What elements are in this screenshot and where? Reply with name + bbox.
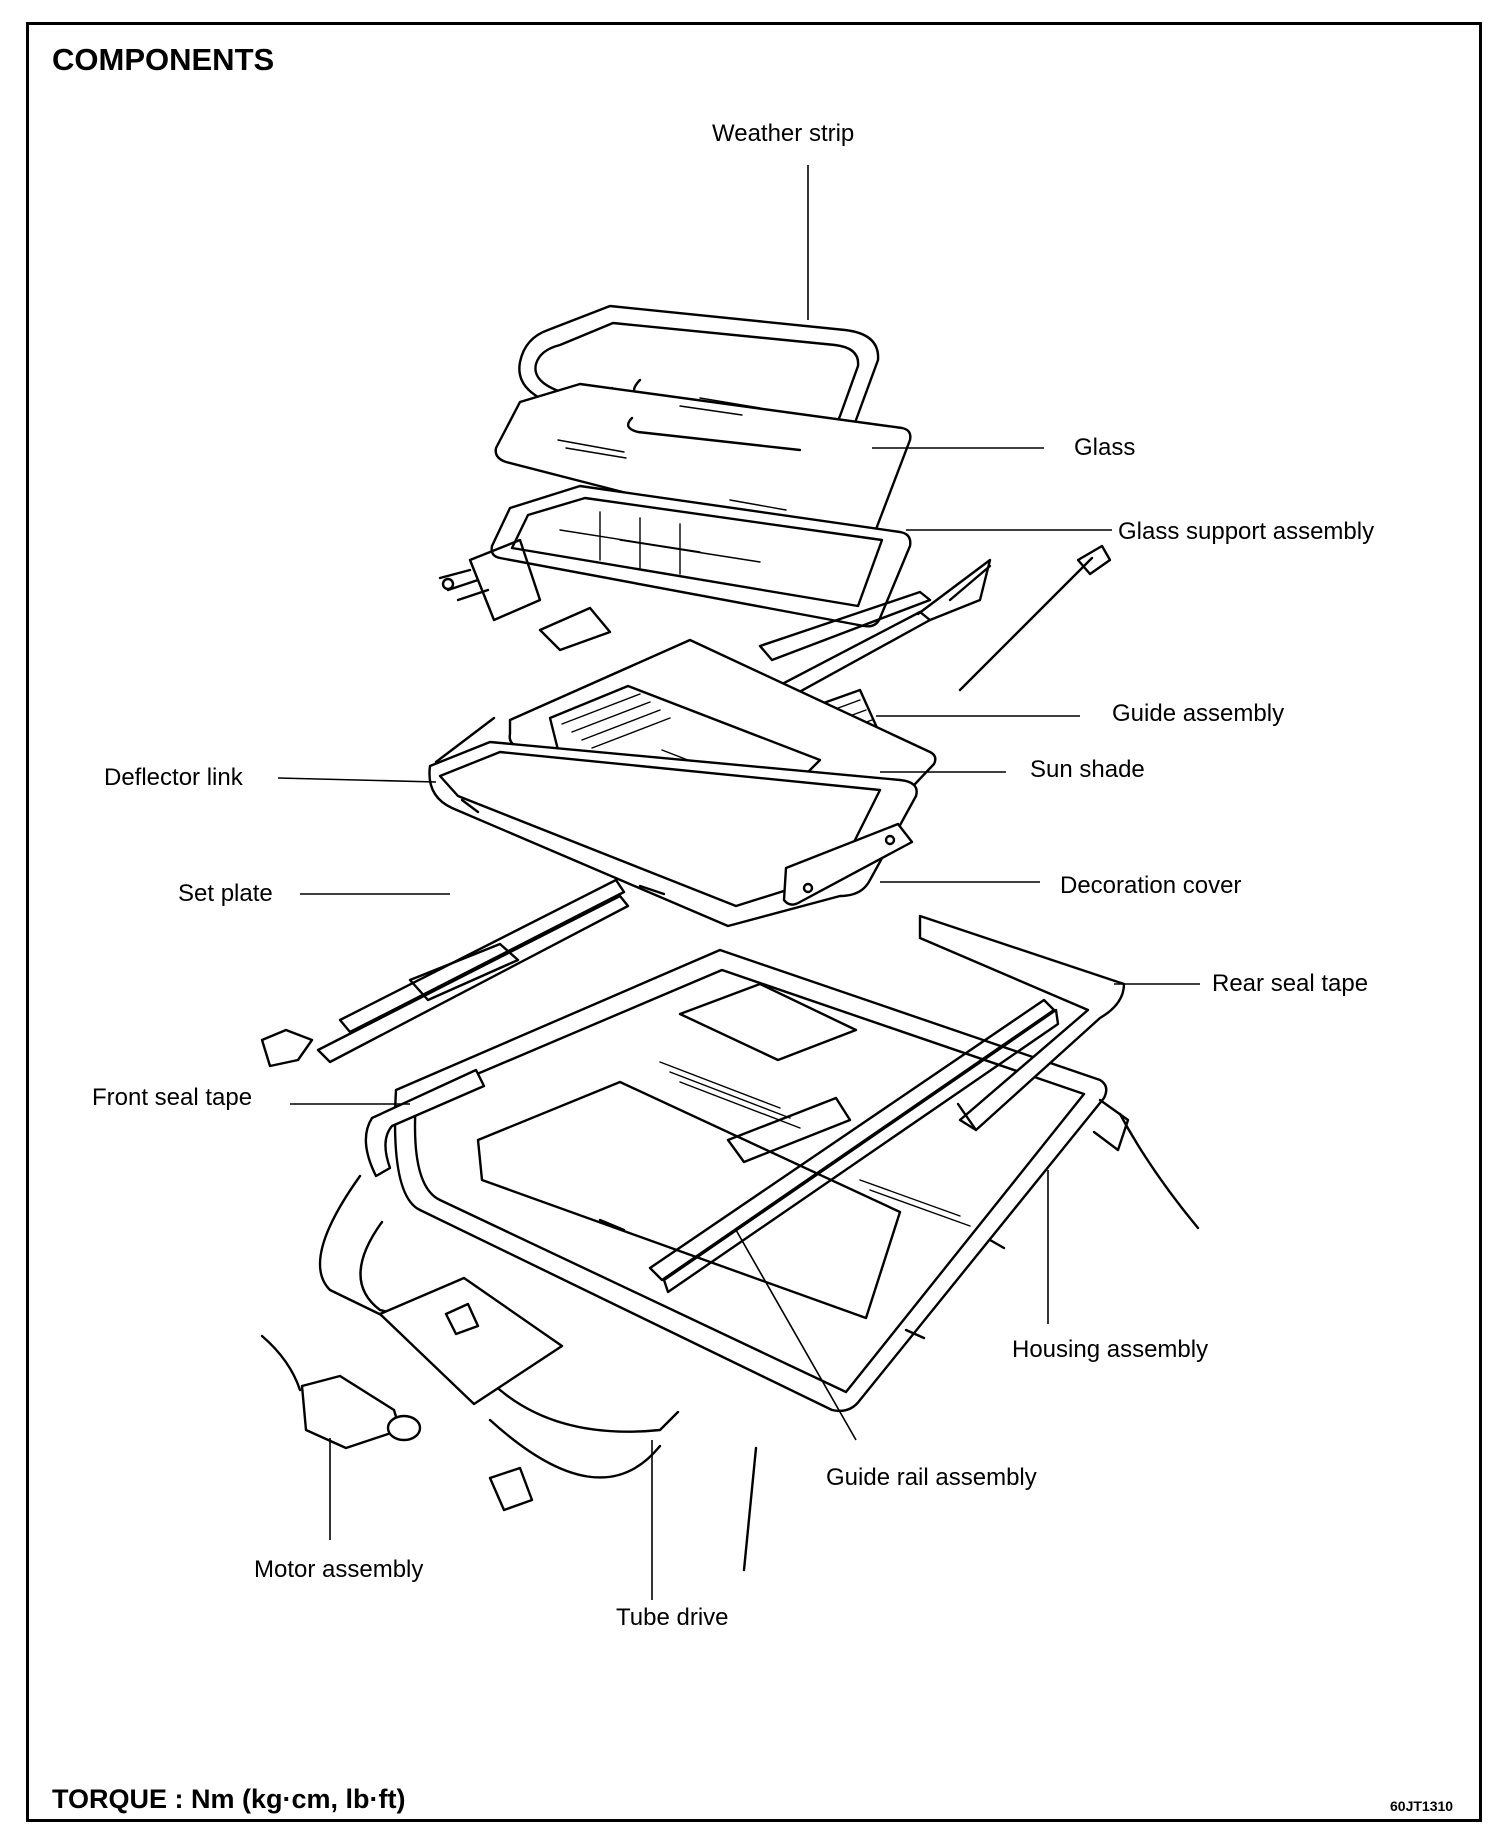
page-title: COMPONENTS: [52, 42, 275, 77]
label-glass-support-assembly: Glass support assembly: [1118, 518, 1375, 545]
label-tube-drive: Tube drive: [616, 1604, 729, 1631]
leader-lines: [277, 165, 1200, 1600]
label-motor-assembly: Motor assembly: [254, 1556, 424, 1583]
page-frame: [26, 22, 1482, 1822]
label-deflector-link: Deflector link: [104, 764, 243, 791]
glass-support-assembly-part: [438, 484, 912, 652]
label-rear-seal-tape: Rear seal tape: [1212, 970, 1369, 997]
label-guide-rail-assembly: Guide rail assembly: [826, 1464, 1037, 1491]
motor-assembly-part: [260, 1276, 564, 1512]
label-decoration-cover: Decoration cover: [1060, 872, 1242, 899]
rear-seal-tape-part: [918, 914, 1126, 1132]
footer-torque: TORQUE : Nm (kg·cm, lb·ft): [52, 1784, 406, 1814]
front-seal-tape-part: [364, 1068, 486, 1178]
label-sun-shade: Sun shade: [1030, 756, 1145, 783]
guide-rail-assembly-part: [648, 998, 1060, 1294]
label-housing-assembly: Housing assembly: [1012, 1336, 1209, 1363]
figure-code: 60JT1310: [1390, 1798, 1454, 1814]
label-glass: Glass: [1074, 434, 1136, 461]
housing-assembly-part: [393, 948, 1130, 1413]
label-guide-assembly: Guide assembly: [1112, 700, 1285, 727]
label-set-plate: Set plate: [178, 880, 273, 907]
label-weather-strip: Weather strip: [712, 120, 855, 147]
decoration-cover-part: [782, 822, 914, 906]
label-front-seal-tape: Front seal tape: [92, 1084, 253, 1111]
set-plate-part: [260, 878, 630, 1068]
